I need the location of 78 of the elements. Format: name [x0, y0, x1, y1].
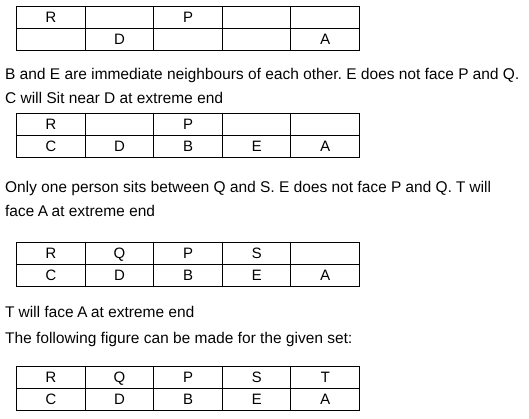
table-cell [154, 114, 223, 136]
table-cell [291, 114, 360, 136]
person-letter: D [114, 139, 125, 154]
table-cell [154, 367, 223, 389]
person-letter: S [252, 246, 262, 261]
person-letter: A [320, 392, 330, 407]
table-cell [17, 367, 86, 389]
table-cell [86, 114, 154, 136]
person-letter: A [320, 139, 330, 154]
person-letter: P [182, 370, 193, 385]
person-letter: P [182, 10, 193, 25]
seating-table [16, 6, 360, 51]
table-cell [222, 7, 292, 29]
table-cell [17, 114, 86, 136]
table-cell [222, 114, 292, 136]
person-letter: B [182, 392, 193, 407]
table-cell [222, 265, 292, 287]
table-cell [291, 136, 360, 158]
seating-table [16, 366, 360, 411]
table-cell [291, 389, 360, 411]
person-letter: R [45, 246, 56, 261]
table-cell [17, 389, 86, 411]
person-letter: C [45, 268, 56, 283]
person-letter: B [182, 268, 193, 283]
person-letter: R [45, 370, 56, 385]
person-letter: R [45, 10, 56, 25]
clue-text: B and E are immediate neighbours of each other. E does not face P and Q. C will Sit near D at extreme end [5, 65, 520, 109]
person-letter: D [114, 392, 125, 407]
person-letter: Q [114, 370, 126, 385]
table-cell [222, 29, 292, 51]
person-letter: P [182, 246, 193, 261]
person-letter: B [182, 139, 193, 154]
table-cell [86, 265, 154, 287]
person-letter: T [320, 370, 330, 385]
person-letter: E [252, 392, 262, 407]
table-cell [154, 389, 223, 411]
table-cell [17, 7, 86, 29]
person-letter: D [114, 268, 125, 283]
table-cell [154, 136, 223, 158]
table-cell [17, 265, 86, 287]
table-cell [154, 7, 223, 29]
table-cell [222, 243, 292, 265]
person-letter: S [252, 370, 262, 385]
person-letter: A [320, 268, 330, 283]
table-cell [86, 389, 154, 411]
person-letter: R [45, 117, 56, 132]
table-cell [154, 265, 223, 287]
table-cell [17, 29, 86, 51]
table-cell [291, 29, 360, 51]
table-cell [291, 7, 360, 29]
table-cell [291, 367, 360, 389]
table-cell [86, 136, 154, 158]
table-cell [222, 389, 292, 411]
person-letter: E [252, 268, 262, 283]
table-cell [222, 136, 292, 158]
person-letter: E [252, 139, 262, 154]
table-cell [86, 243, 154, 265]
person-letter: P [182, 117, 193, 132]
person-letter: D [114, 32, 125, 47]
table-cell [154, 243, 223, 265]
table-cell [291, 265, 360, 287]
person-letter: C [45, 392, 56, 407]
clue-text: The following figure can be made for the given set: [5, 329, 354, 349]
person-letter: Q [114, 246, 126, 261]
clue-text: T will face A at extreme end [5, 303, 196, 323]
table-cell [17, 136, 86, 158]
person-letter: A [320, 32, 330, 47]
table-cell [17, 243, 86, 265]
table-cell [86, 7, 154, 29]
person-letter: C [45, 139, 56, 154]
table-cell [222, 367, 292, 389]
seating-table [16, 242, 360, 287]
table-cell [86, 367, 154, 389]
table-cell [154, 29, 223, 51]
table-cell [86, 29, 154, 51]
table-cell [291, 243, 360, 265]
seating-table [16, 113, 360, 158]
clue-text: Only one person sits between Q and S. E does not face P and Q. T will face A at extreme end [5, 178, 492, 222]
